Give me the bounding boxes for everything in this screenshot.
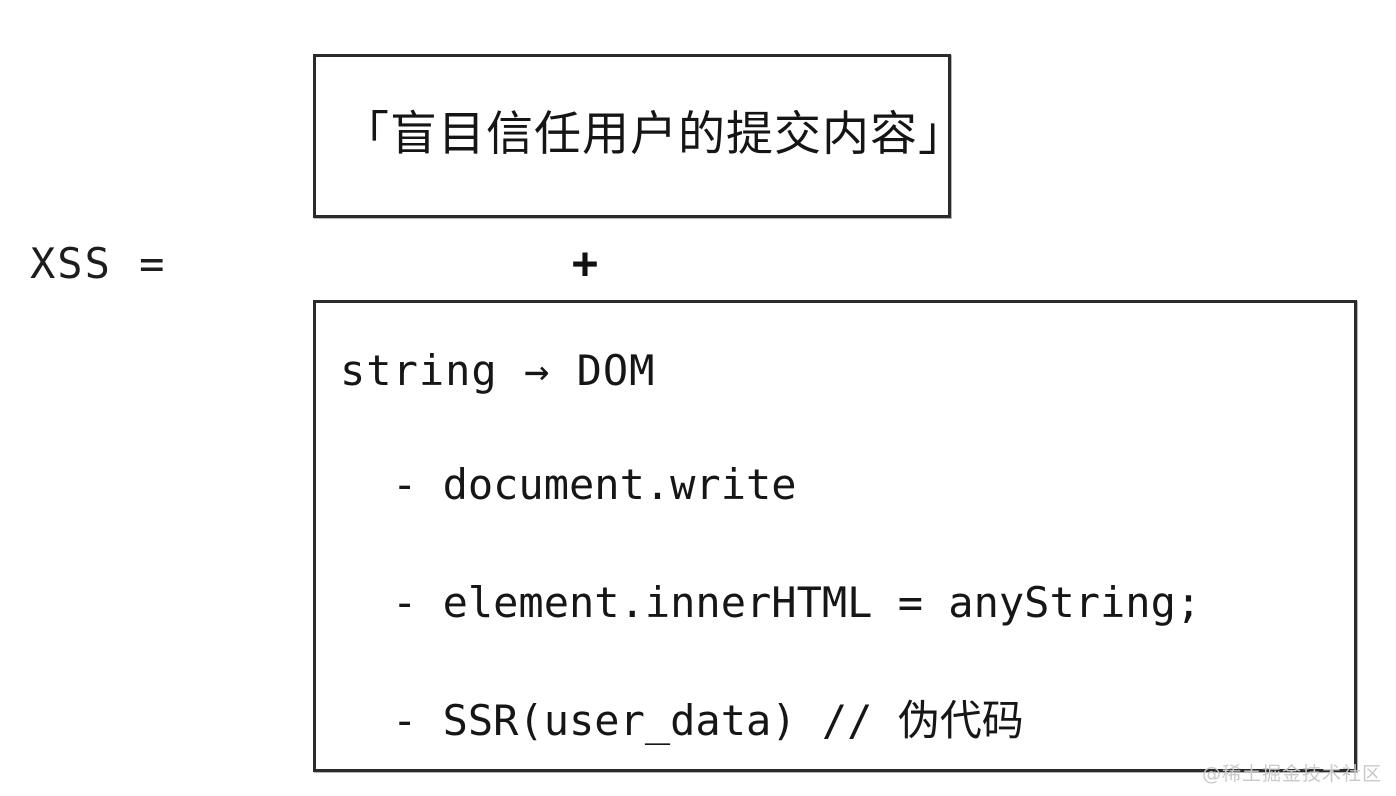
list-item: - element.innerHTML = anyString; [392, 578, 1202, 627]
plus-operator: + [571, 238, 599, 289]
sink-list: - document.write - element.innerHTML = a… [340, 459, 1344, 747]
watermark: @稀土掘金技术社区 [1201, 763, 1382, 785]
list-item: - SSR(user_data) // 伪代码 [392, 696, 1024, 745]
string-to-dom-box: string → DOM - document.write - element.… [313, 300, 1357, 772]
blind-trust-text: 「盲目信任用户的提交内容」 [342, 107, 966, 162]
equation-label: XSS = [30, 239, 167, 288]
list-item: - document.write [392, 460, 797, 509]
blind-trust-box: 「盲目信任用户的提交内容」 [313, 54, 965, 218]
string-to-dom-heading: string → DOM [340, 346, 656, 395]
code-block: string → DOM - document.write - element.… [340, 345, 1344, 747]
